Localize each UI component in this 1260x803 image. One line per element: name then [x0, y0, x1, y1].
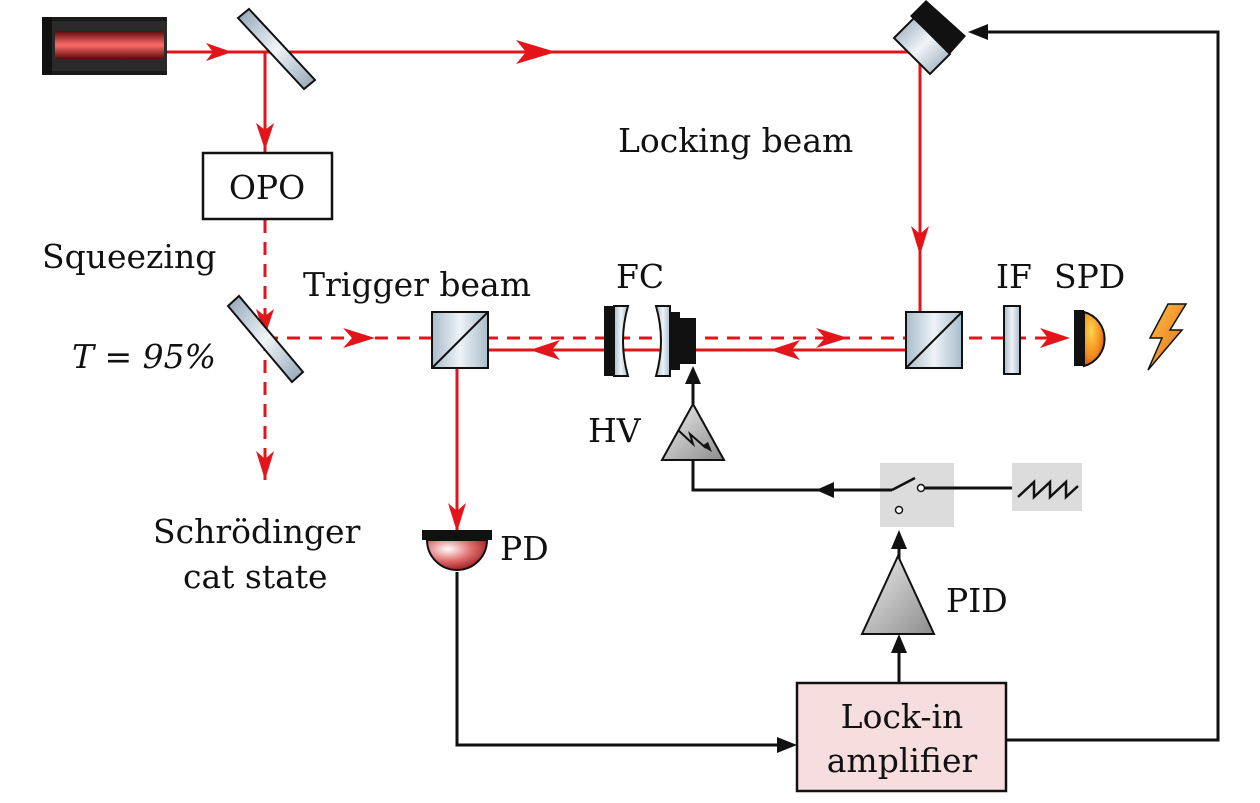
lightning-icon: [1147, 303, 1188, 371]
squeezing-label: Squeezing: [42, 237, 216, 276]
amplifier-icon: [660, 401, 726, 461]
spd-label: SPD: [1054, 257, 1125, 296]
if-label: IF: [996, 257, 1032, 296]
transmission-label: T = 95%: [72, 337, 216, 376]
beam-splitter-icon: [431, 311, 489, 369]
locking-beam-label: Locking beam: [618, 121, 853, 160]
pid-label: PID: [946, 581, 1008, 620]
cat-state-label-line2: cat state: [183, 557, 328, 596]
interference-filter-icon: [1003, 305, 1021, 375]
piezo-mirror-icon: [892, 0, 966, 76]
beam-splitter-icon: [905, 311, 963, 369]
switch-icon: [880, 463, 954, 527]
mirror-icon: [226, 294, 305, 384]
photodiode-icon: [422, 530, 492, 571]
filter-cavity: [604, 305, 696, 377]
lock-in-amplifier-box: Lock-in amplifier: [795, 681, 1008, 793]
cat-state-label-line1: Schrödinger: [153, 512, 361, 551]
opo-box: OPO: [201, 151, 334, 221]
lockin-label-line2: amplifier: [827, 741, 978, 780]
fc-label: FC: [616, 257, 664, 296]
ramp-generator-icon: [1012, 463, 1082, 511]
lockin-label-line1: Lock-in: [841, 697, 964, 736]
opo-label: OPO: [229, 168, 305, 207]
hv-label: HV: [588, 411, 642, 450]
trigger-beam-label: Trigger beam: [303, 265, 531, 304]
pd-label: PD: [500, 529, 549, 568]
photodiode-icon: [1074, 310, 1106, 368]
amplifier-icon: [860, 553, 936, 635]
laser-icon: [42, 17, 167, 75]
mirror-icon: [236, 7, 317, 91]
